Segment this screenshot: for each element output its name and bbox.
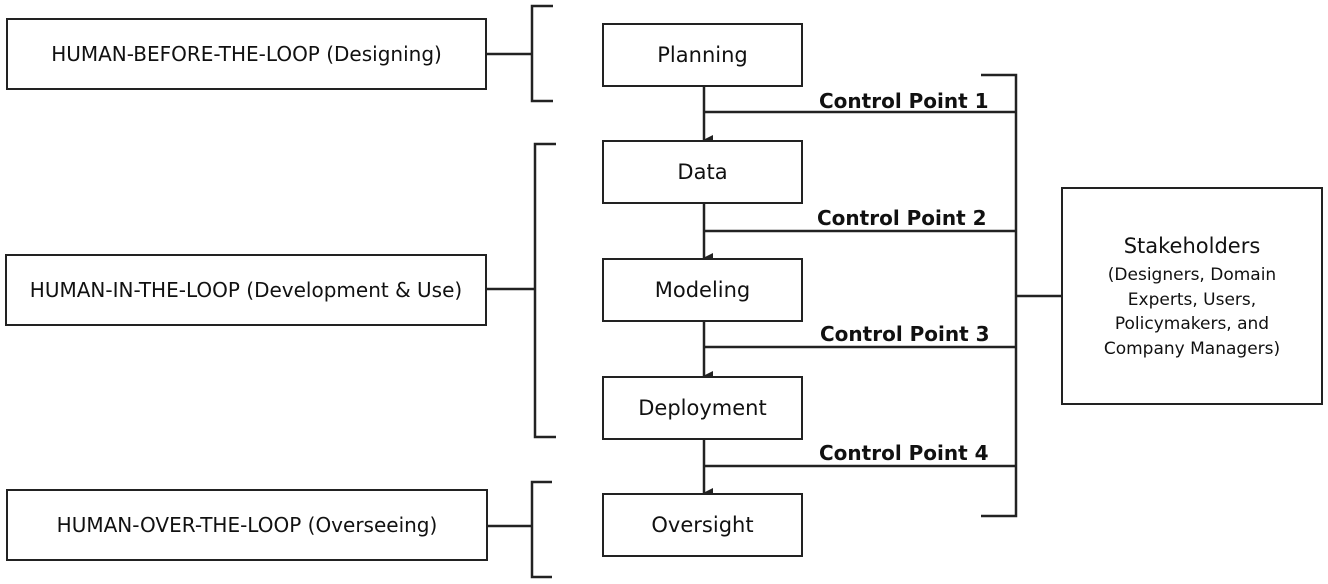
human-over-the-loop-label: HUMAN-OVER-THE-LOOP (Overseeing) [56,513,438,537]
control-point-3-label: Control Point 3 [820,322,990,346]
data-box: Data [602,140,803,204]
control-point-1-label: Control Point 1 [819,89,989,113]
stakeholders-line-4: Company Managers) [1103,338,1281,359]
human-before-the-loop-box: HUMAN-BEFORE-THE-LOOP (Designing) [6,18,487,90]
stakeholders-line-1: (Designers, Domain [1107,264,1277,285]
oversight-label: Oversight [651,513,754,537]
deployment-box: Deployment [602,376,803,440]
stakeholders-line-2: Experts, Users, [1127,289,1257,310]
oversight-box: Oversight [602,493,803,557]
control-point-4-label: Control Point 4 [819,441,989,465]
planning-box: Planning [602,23,803,87]
modeling-box: Modeling [602,258,803,322]
stakeholders-title: Stakeholders [1123,233,1261,258]
human-over-the-loop-box: HUMAN-OVER-THE-LOOP (Overseeing) [6,489,488,561]
bracket-over [530,480,552,579]
modeling-label: Modeling [654,278,751,302]
human-in-the-loop-box: HUMAN-IN-THE-LOOP (Development & Use) [5,254,487,326]
planning-label: Planning [657,43,748,67]
control-point-2-label: Control Point 2 [817,206,987,230]
deployment-label: Deployment [638,396,767,420]
human-in-the-loop-label: HUMAN-IN-THE-LOOP (Development & Use) [29,278,463,302]
stakeholders-line-3: Policymakers, and [1114,314,1270,335]
data-label: Data [677,160,728,184]
human-before-the-loop-label: HUMAN-BEFORE-THE-LOOP (Designing) [51,42,442,66]
bracket-before [530,4,553,103]
stakeholders-box: Stakeholders (Designers, Domain Experts,… [1061,187,1323,405]
bracket-in [533,142,556,439]
